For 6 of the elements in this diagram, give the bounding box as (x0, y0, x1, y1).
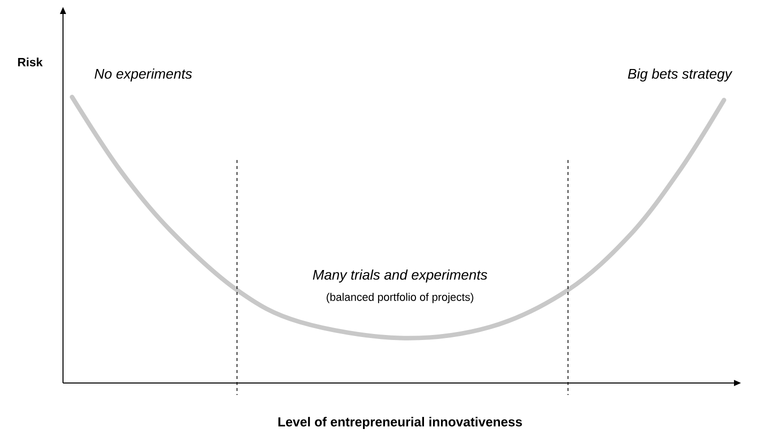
axis-label: Risk (18, 58, 43, 66)
annotation-text: Many trials and experiments (312, 269, 488, 283)
axis-label: Level of entrepreneurial innovativeness (278, 416, 522, 430)
annotation-note: (balanced portfolio of projects) (326, 292, 474, 304)
annotation-text: No experiments (94, 68, 192, 82)
annotation-text: Big bets strategy (628, 68, 732, 82)
